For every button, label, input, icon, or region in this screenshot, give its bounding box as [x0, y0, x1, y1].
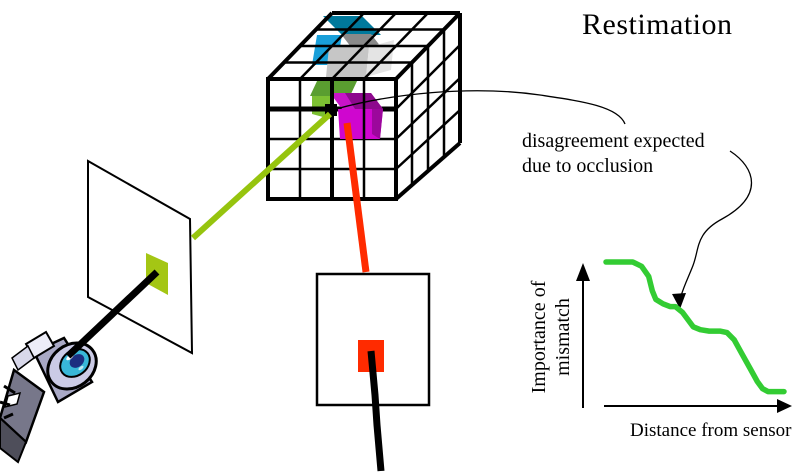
camera-sparkle-marks: [0, 384, 16, 420]
mismatch-curve: [603, 259, 787, 395]
squiggle-arrow-to-curve: [672, 150, 752, 309]
camera-icon: [0, 330, 98, 464]
y-axis-label-line-1: Importance of: [528, 280, 550, 394]
image-plane-bottom: [315, 272, 431, 472]
camera-view-ray: [65, 269, 160, 359]
bottom-view-ray: [367, 350, 385, 472]
y-axis-label: Importance of mismatch: [527, 252, 575, 422]
y-axis-label-line-2: mismatch: [552, 298, 574, 376]
mismatch-chart: [576, 259, 792, 413]
x-axis-arrowhead: [777, 399, 792, 413]
voxel-cube: [266, 11, 462, 201]
annotation-line-1: disagreement expected: [522, 130, 705, 152]
y-axis-arrowhead: [576, 263, 590, 281]
leader-line-voxel-to-note: [335, 90, 626, 125]
occlusion-annotation: disagreement expected due to occlusion: [522, 129, 705, 179]
image-plane-left: [87, 159, 194, 355]
x-axis-label: Distance from sensor: [630, 420, 792, 441]
annotation-line-2: due to occlusion: [522, 155, 654, 177]
page-title: Restimation: [582, 8, 733, 41]
red-projection-ray: [343, 122, 370, 273]
lime-projection-ray: [190, 111, 333, 241]
